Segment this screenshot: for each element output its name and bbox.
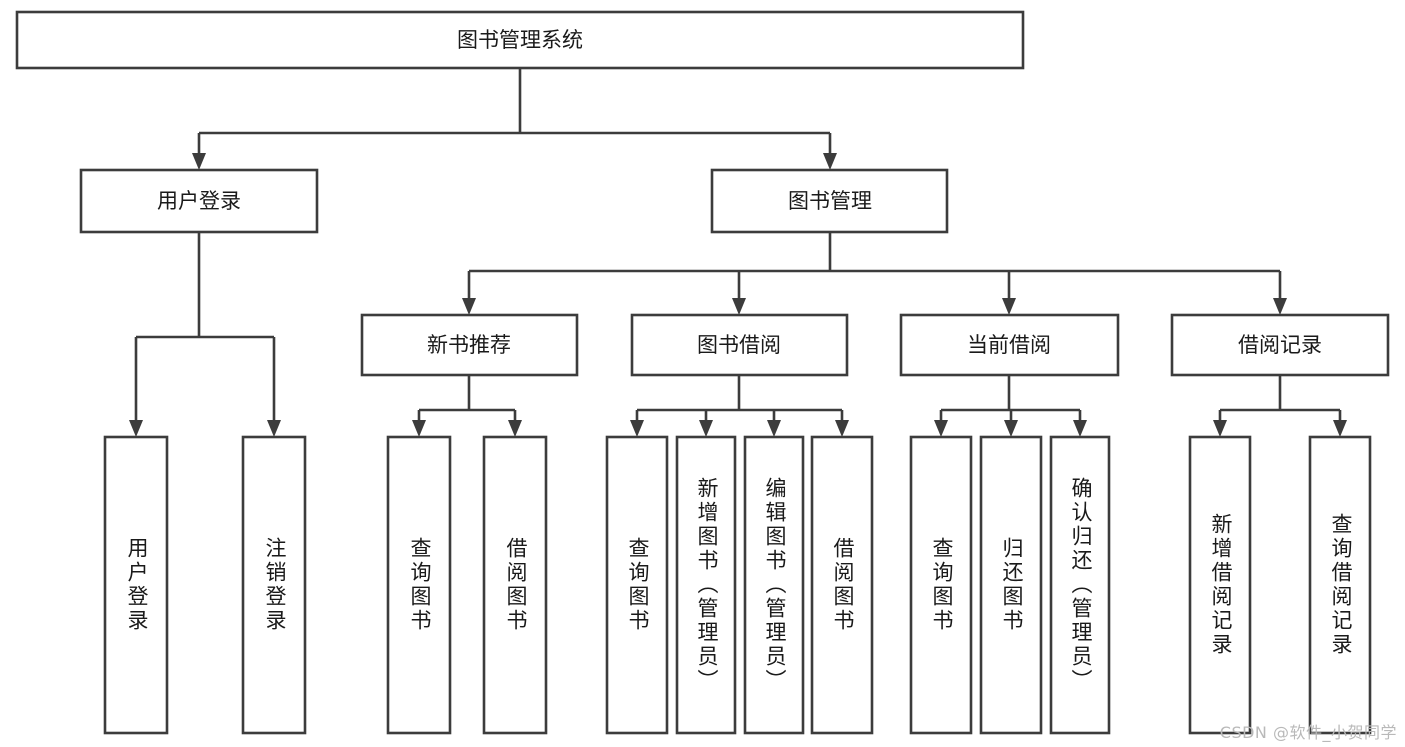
leaf-edit-book-admin[interactable]: 编辑图书（管理员） (743, 435, 805, 735)
leaf-borrow-query-book-box[interactable] (605, 435, 669, 735)
leaf-logout[interactable]: 注销登录 (241, 435, 307, 735)
leaf-confirm-return-admin-label: 确认归还（管理员） (1069, 477, 1093, 693)
arrowhead-borrow-record (1273, 298, 1287, 315)
node-book-borrow[interactable]: 图书借阅 (630, 313, 849, 377)
leaf-return-book[interactable]: 归还图书 (979, 435, 1043, 735)
arrowhead-new-book-recommend (462, 298, 476, 315)
arrowhead-recommend-leaf-2 (508, 420, 522, 437)
arrowhead-borrow-leaf-1 (630, 420, 644, 437)
node-borrow-record-label: 借阅记录 (1238, 333, 1322, 357)
leaf-user-login[interactable]: 用户登录 (103, 435, 169, 735)
node-book-borrow-box[interactable] (630, 313, 849, 377)
arrowhead-borrow-leaf-2 (699, 420, 713, 437)
leaf-logout-box[interactable] (241, 435, 307, 735)
leaf-confirm-return-admin-box[interactable] (1049, 435, 1111, 735)
arrowhead-current-leaf-2 (1004, 420, 1018, 437)
leaf-add-borrow-record-box[interactable] (1188, 435, 1252, 735)
node-borrow-record[interactable]: 借阅记录 (1170, 313, 1390, 377)
leaf-add-book-admin-box[interactable] (675, 435, 737, 735)
leaf-current-query-book-label: 查询图书 (930, 537, 954, 633)
leaf-current-query-book-box[interactable] (909, 435, 973, 735)
leaf-recommend-borrow-book[interactable]: 借阅图书 (482, 435, 548, 735)
leaf-add-borrow-record-label: 新增借阅记录 (1209, 513, 1233, 657)
node-book-borrow-label: 图书借阅 (697, 333, 781, 357)
leaf-edit-book-admin-label: 编辑图书（管理员） (763, 477, 787, 693)
node-current-borrow-box[interactable] (899, 313, 1120, 377)
arrowhead-leaf-logout (267, 420, 281, 437)
node-new-book-recommend-label: 新书推荐 (427, 333, 511, 357)
node-root[interactable]: 图书管理系统 (15, 10, 1025, 70)
leaf-add-book-admin-label: 新增图书（管理员） (695, 477, 719, 693)
node-book-management[interactable]: 图书管理 (710, 168, 949, 234)
leaf-recommend-query-book-box[interactable] (386, 435, 452, 735)
leaf-add-borrow-record[interactable]: 新增借阅记录 (1188, 435, 1252, 735)
arrowhead-borrow-leaf-4 (835, 420, 849, 437)
arrowhead-book-manage (823, 153, 837, 170)
leaf-user-login-box[interactable] (103, 435, 169, 735)
leaf-return-book-label: 归还图书 (1000, 537, 1024, 633)
leaf-recommend-borrow-book-box[interactable] (482, 435, 548, 735)
node-root-label: 图书管理系统 (457, 28, 583, 52)
leaf-edit-book-admin-box[interactable] (743, 435, 805, 735)
node-root-box[interactable] (15, 10, 1025, 70)
node-user-login-label: 用户登录 (157, 189, 241, 213)
node-book-management-label: 图书管理 (788, 189, 872, 213)
arrowhead-recommend-leaf-1 (412, 420, 426, 437)
leaf-borrow-query-book-label: 查询图书 (626, 537, 650, 633)
leaf-logout-label: 注销登录 (263, 537, 287, 633)
leaf-query-borrow-record-label: 查询借阅记录 (1329, 513, 1353, 657)
leaf-borrow-query-book[interactable]: 查询图书 (605, 435, 669, 735)
arrowhead-current-leaf-1 (934, 420, 948, 437)
node-new-book-recommend-box[interactable] (360, 313, 579, 377)
node-user-login-box[interactable] (79, 168, 319, 234)
node-borrow-record-box[interactable] (1170, 313, 1390, 377)
leaf-user-login-label: 用户登录 (125, 537, 149, 633)
arrowhead-current-borrow (1002, 298, 1016, 315)
leaf-add-book-admin[interactable]: 新增图书（管理员） (675, 435, 737, 735)
leaf-borrow-book[interactable]: 借阅图书 (810, 435, 874, 735)
node-user-login[interactable]: 用户登录 (79, 168, 319, 234)
leaf-confirm-return-admin[interactable]: 确认归还（管理员） (1049, 435, 1111, 735)
arrowhead-record-leaf-2 (1333, 420, 1347, 437)
leaf-borrow-book-label: 借阅图书 (831, 537, 855, 633)
leaf-recommend-query-book-label: 查询图书 (408, 537, 432, 633)
leaf-borrow-book-box[interactable] (810, 435, 874, 735)
leaf-query-borrow-record[interactable]: 查询借阅记录 (1308, 435, 1372, 735)
arrowhead-current-leaf-3 (1073, 420, 1087, 437)
leaf-current-query-book[interactable]: 查询图书 (909, 435, 973, 735)
leaf-query-borrow-record-box[interactable] (1308, 435, 1372, 735)
leaf-recommend-query-book[interactable]: 查询图书 (386, 435, 452, 735)
arrowhead-borrow-leaf-3 (767, 420, 781, 437)
node-book-management-box[interactable] (710, 168, 949, 234)
arrowhead-leaf-user-login (129, 420, 143, 437)
arrowhead-user-login (192, 153, 206, 170)
node-current-borrow[interactable]: 当前借阅 (899, 313, 1120, 377)
arrowhead-record-leaf-1 (1213, 420, 1227, 437)
node-current-borrow-label: 当前借阅 (967, 333, 1051, 357)
node-new-book-recommend[interactable]: 新书推荐 (360, 313, 579, 377)
leaf-recommend-borrow-book-label: 借阅图书 (504, 537, 528, 633)
connector-layer (129, 68, 1347, 437)
arrowhead-book-borrow (732, 298, 746, 315)
leaf-return-book-box[interactable] (979, 435, 1043, 735)
